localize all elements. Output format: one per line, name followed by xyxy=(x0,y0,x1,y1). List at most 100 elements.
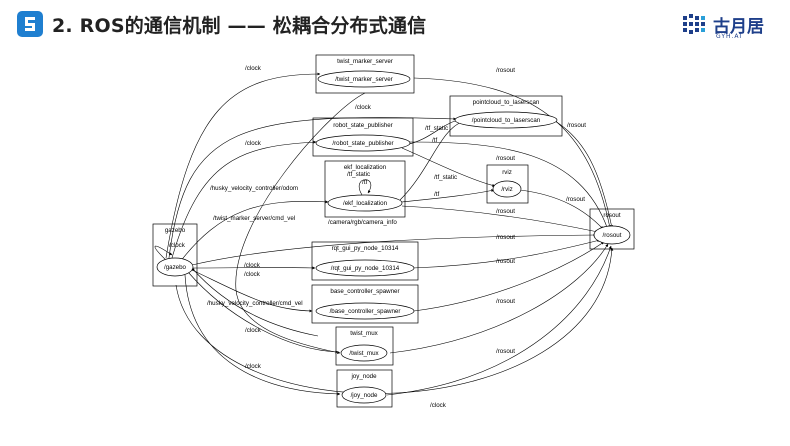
cluster-base-controller-spawner xyxy=(311,284,419,324)
edge-gazebo-self-loop xyxy=(154,245,173,263)
edge-label-husky-cmd: /husky_velocity_controller/cmd_vel xyxy=(207,300,303,307)
edge-label-rosout: /rosout xyxy=(496,258,515,265)
slide-header: 2. ROS的通信机制 —— 松耦合分布式通信 古月居 GYH.AI xyxy=(0,0,790,46)
edge-twist-mux-to-gazebo xyxy=(191,267,319,337)
node-twist-marker-server xyxy=(317,70,411,88)
node-twist-mux xyxy=(340,344,388,362)
cluster-label-rviz: rviz xyxy=(502,169,512,176)
edge-ekf-to-rviz xyxy=(401,189,495,203)
edge-robot-state-publisher-to-rosout xyxy=(409,141,609,231)
s-logo-icon xyxy=(17,11,43,37)
edge-label-rosout: /rosout xyxy=(567,122,586,129)
edge-label-clock: /clock xyxy=(245,65,262,72)
node-label-robot-state-publisher: /robot_state_publisher xyxy=(332,140,393,147)
node-gazebo xyxy=(156,257,194,277)
edge-label-rosout: /rosout xyxy=(496,67,515,74)
edge-label-tf: /tf xyxy=(434,191,439,198)
edge-label-tf-static: /tf_static xyxy=(434,174,457,181)
cluster-label-rqt-gui: rqt_gui_py_node_10314 xyxy=(332,245,399,252)
edge-label-twist-cmd: /twist_marker_server/cmd_vel xyxy=(213,215,295,222)
edge-label-rosout: /rosout xyxy=(496,234,515,241)
brand-logo: 古月居 GYH.AI xyxy=(680,12,772,42)
edge-label-tf-static: /tf_static xyxy=(425,125,448,132)
edge-gazebo-to-pointcloud xyxy=(168,117,457,259)
cluster-label-gazebo: gazebo xyxy=(165,227,186,234)
graph-edges xyxy=(154,72,614,396)
edge-gazebo-to-twist-mux xyxy=(187,271,339,354)
cluster-label-joy-node: joy_node xyxy=(350,373,377,380)
node-label-pointcloud-to-laserscan: /pointcloud_to_laserscan xyxy=(472,117,541,124)
edge-robot-state-publisher-to-rviz xyxy=(401,147,496,187)
edge-gazebo-to-base-controller-spawner xyxy=(191,269,313,313)
node-ekf-localization xyxy=(327,194,403,212)
edge-rviz-to-rosout xyxy=(519,189,604,230)
edge-base-controller-to-rosout xyxy=(413,241,605,312)
node-label-rqt-gui: /rqt_gui_py_node_10314 xyxy=(331,265,400,272)
cluster-robot-state-publisher xyxy=(312,117,414,157)
brand-mark-icon xyxy=(683,14,705,34)
node-robot-state-publisher xyxy=(315,134,411,152)
node-base-controller-spawner xyxy=(315,302,415,320)
cluster-label-pointcloud-to-laserscan: pointcloud_to_laserscan xyxy=(473,99,540,106)
edge-label-tf: /tf xyxy=(432,137,437,144)
cluster-gazebo xyxy=(152,223,198,287)
node-label-twist-mux: /twist_mux xyxy=(349,350,379,357)
edge-ekf-to-pointcloud xyxy=(399,121,463,201)
edge-label-tf-static: /tf_static xyxy=(347,171,370,178)
node-rosout xyxy=(593,225,631,245)
edge-label-clock: /clock xyxy=(245,363,262,370)
node-pointcloud-to-laserscan xyxy=(454,111,558,129)
cluster-label-base-controller-spawner: base_controller_spawner xyxy=(330,288,399,295)
edge-label-rosout: /rosout xyxy=(496,208,515,215)
edge-gazebo-to-twist-marker-server xyxy=(165,72,321,259)
edge-label-clock: /clock xyxy=(355,104,372,111)
brand-sub: GYH.AI xyxy=(716,33,743,40)
cluster-label-twist-mux: twist_mux xyxy=(350,330,378,337)
edge-label-clock: /clock xyxy=(245,140,262,147)
node-label-gazebo: /gazebo xyxy=(164,264,187,271)
edge-label-rosout: /rosout xyxy=(496,155,515,162)
edge-label-camera-info: /camera/rgb/camera_info xyxy=(328,219,397,226)
edge-pointcloud-to-rosout xyxy=(554,120,613,229)
node-label-twist-marker-server: /twist_marker_server xyxy=(335,76,392,83)
node-rqt-gui xyxy=(315,259,415,277)
cluster-label-ekf-localization: ekf_localization xyxy=(344,164,387,171)
cluster-rqt-gui xyxy=(311,241,419,281)
node-joy-node xyxy=(341,386,387,404)
node-label-base-controller-spawner: /base_controller_spawner xyxy=(330,308,401,315)
cluster-pointcloud-to-laserscan xyxy=(449,95,563,137)
edge-label-clock: /clock xyxy=(245,327,262,334)
cluster-label-twist-marker-server: twist_marker_server xyxy=(337,58,393,65)
edge-ekf-self-loop xyxy=(359,179,371,196)
edge-robot-state-publisher-to-pointcloud xyxy=(404,119,459,146)
edge-gazebo-to-ekf-localization xyxy=(179,200,329,263)
brand-name: 古月居 xyxy=(713,17,764,37)
node-label-rviz: /rviz xyxy=(501,186,512,193)
edge-twist-mux-to-rosout xyxy=(389,243,609,354)
cluster-joy-node xyxy=(336,369,393,408)
edge-ekf-to-rosout xyxy=(401,205,599,233)
edge-gazebo-to-joy-node xyxy=(184,274,341,396)
edge-label-clock: /clock xyxy=(430,402,447,409)
cluster-label-rosout: rosout xyxy=(603,212,620,219)
edge-label-rosout: /rosout xyxy=(496,298,515,305)
edge-gazebo-to-rosout xyxy=(191,233,597,266)
edge-label-odom: /husky_velocity_controller/odom xyxy=(210,185,298,192)
edge-rqt-to-rosout xyxy=(412,239,601,269)
node-label-rosout: /rosout xyxy=(603,232,622,239)
edge-label-rosout: /rosout xyxy=(496,348,515,355)
edge-twist-marker-server-to-twist-mux xyxy=(235,92,366,354)
cluster-twist-mux xyxy=(335,326,394,366)
node-label-ekf-localization: /ekf_localization xyxy=(343,200,388,207)
page-title: 2. ROS的通信机制 —— 松耦合分布式通信 xyxy=(52,15,427,37)
node-rviz xyxy=(492,180,522,198)
edge-label-clock: /clock xyxy=(244,271,261,278)
edge-gazebo-clock-bottom xyxy=(175,247,614,394)
node-label-joy-node: /joy_node xyxy=(351,392,378,399)
cluster-label-robot-state-publisher: robot_state_publisher xyxy=(333,122,393,129)
edge-label-rosout: /rosout xyxy=(566,196,585,203)
edge-label-tf: /tf xyxy=(362,179,367,186)
edge-label-clock: /clock xyxy=(244,262,261,269)
edge-gazebo-to-robot-state-publisher xyxy=(171,140,317,259)
